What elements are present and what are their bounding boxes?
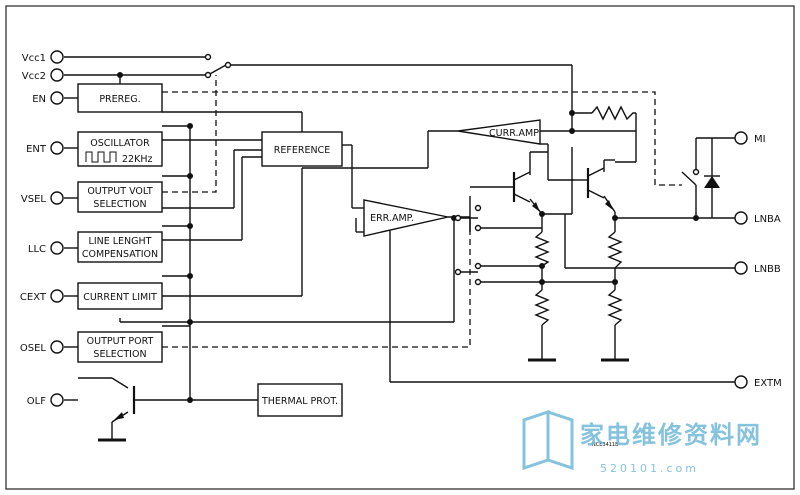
block-output-port-selection: OUTPUT PORT SELECTION (77, 331, 163, 363)
pin-vcc2 (50, 68, 64, 82)
thermal-label: THERMAL PROT. (261, 396, 338, 407)
pin-llc (50, 241, 64, 255)
oscillator-label: OSCILLATOR (90, 138, 150, 149)
block-current-limit: CURRENT LIMIT (77, 282, 163, 310)
line-length-label-1: LINE LENGHT (89, 236, 152, 247)
pin-ent (50, 141, 64, 155)
err-amp-label: ERR.AMP. (370, 213, 414, 224)
label-vcc1: Vcc1 (22, 53, 46, 64)
pin-extm (734, 375, 748, 389)
block-prereg: PREREG. (77, 83, 163, 113)
transistors (114, 167, 613, 420)
pin-lnbb (734, 261, 748, 275)
right-pins: MI LNBA LNBB EXTM (734, 131, 782, 389)
block-oscillator: OSCILLATOR 22KHz (77, 131, 163, 167)
curr-amp: CURR.AMP (457, 119, 541, 145)
label-osel: OSEL (20, 343, 47, 354)
output-volt-label-1: OUTPUT VOLT (87, 186, 153, 197)
ground-symbols (98, 358, 629, 442)
figure-code: NCE3411B (592, 442, 619, 448)
label-mi: MI (754, 134, 766, 145)
pin-vcc1 (50, 50, 64, 64)
output-port-label-2: SELECTION (93, 349, 146, 360)
output-port-label-1: OUTPUT PORT (87, 336, 154, 347)
pin-en (50, 91, 64, 105)
block-output-volt-selection: OUTPUT VOLT SELECTION (77, 181, 163, 213)
diode (704, 175, 720, 188)
resistors (534, 105, 636, 326)
pin-osel (50, 340, 64, 354)
block-line-length-compensation: LINE LENGHT COMPENSATION (77, 231, 163, 263)
left-pins: Vcc1 Vcc2 EN ENT VSEL LLC CEXT OSEL OLF (20, 50, 64, 407)
pin-mi (734, 131, 748, 145)
label-extm: EXTM (754, 378, 782, 389)
switch-contacts (204, 53, 700, 286)
wiring (64, 56, 735, 441)
current-limit-label: CURRENT LIMIT (83, 292, 157, 303)
watermark-url: 520101.com (600, 462, 699, 475)
dashed-control-lines (162, 75, 682, 348)
block-thermal-prot: THERMAL PROT. (257, 383, 343, 417)
label-olf: OLF (27, 396, 46, 407)
err-amp: ERR.AMP. (363, 199, 449, 237)
block-reference: REFERENCE (261, 131, 343, 167)
curr-amp-label: CURR.AMP (489, 128, 539, 139)
watermark-chinese: 家电维修资料网 (580, 421, 762, 449)
pin-cext (50, 289, 64, 303)
diagram-frame (5, 5, 795, 490)
label-vcc2: Vcc2 (22, 71, 46, 82)
label-en: EN (32, 94, 46, 105)
label-llc: LLC (28, 244, 46, 255)
junction-dots (117, 72, 699, 403)
reference-label: REFERENCE (274, 145, 330, 156)
prereg-label: PREREG. (99, 94, 140, 105)
book-logo-icon (522, 409, 574, 471)
label-lnba: LNBA (754, 214, 781, 225)
line-length-label-2: COMPENSATION (82, 249, 158, 260)
pin-olf (50, 393, 64, 407)
label-vsel: VSEL (21, 194, 47, 205)
pin-vsel (50, 191, 64, 205)
oscillator-frequency: 22KHz (122, 154, 152, 165)
pin-lnba (734, 211, 748, 225)
output-volt-label-2: SELECTION (93, 199, 146, 210)
watermark: 家电维修资料网 520101.com (522, 409, 762, 475)
label-ent: ENT (26, 144, 47, 155)
label-lnbb: LNBB (754, 264, 781, 275)
label-cext: CEXT (20, 292, 47, 303)
